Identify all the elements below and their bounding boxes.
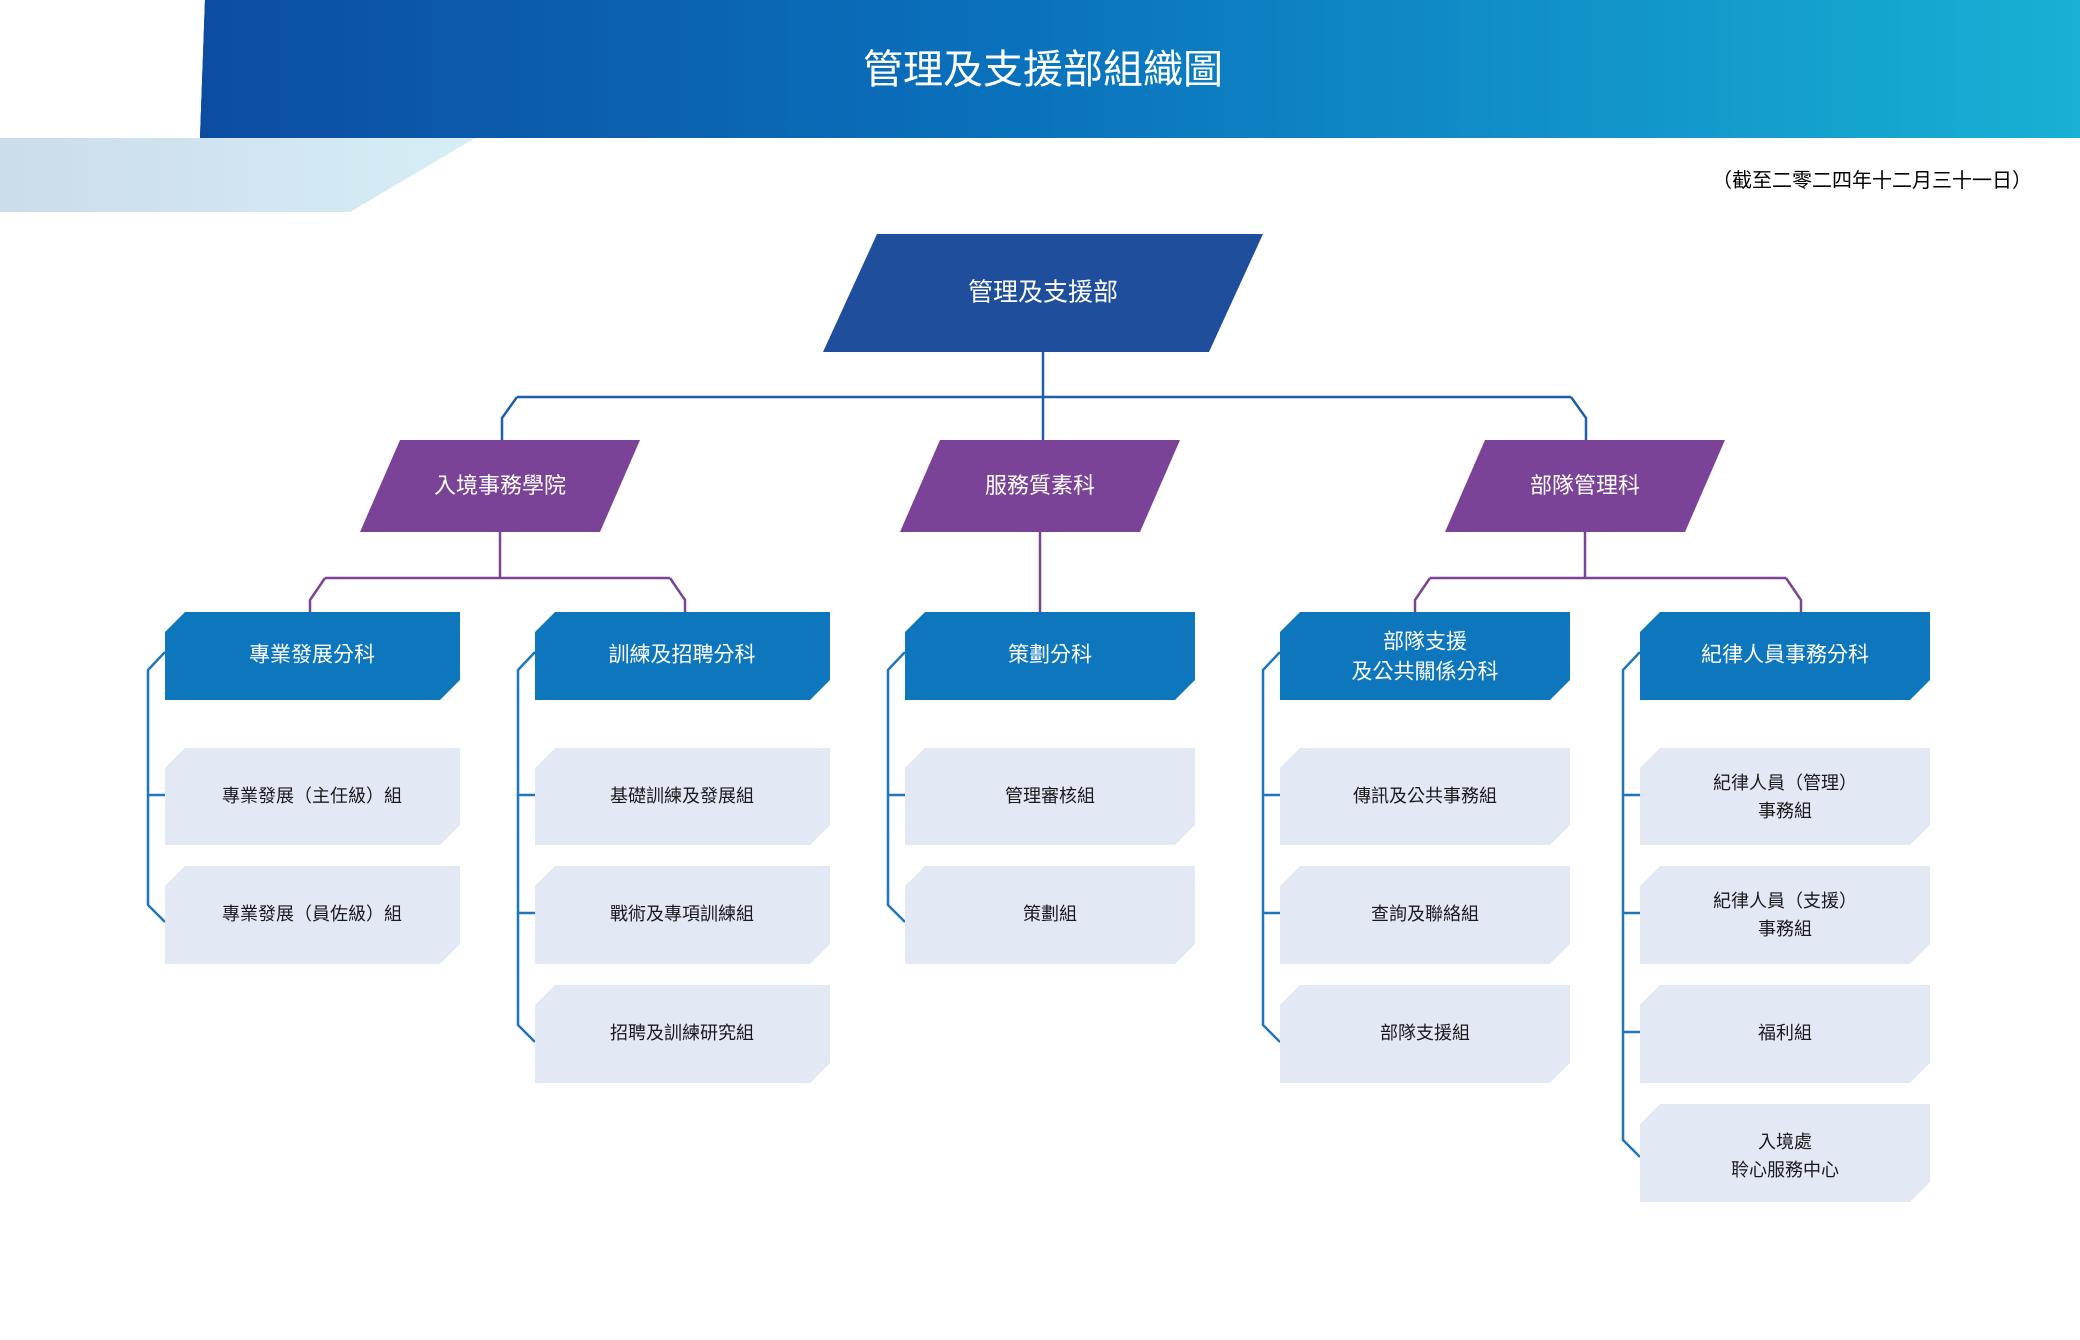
unit-shape: [1280, 748, 1570, 845]
unit-label-line1: 入境處: [1758, 1132, 1812, 1152]
unit-shape: [165, 748, 460, 845]
unit-label: 專業發展（員佐級）組: [222, 904, 402, 924]
division-node-academy[interactable]: 入境事務學院: [360, 440, 640, 532]
unit-label-line2: 聆心服務中心: [1731, 1160, 1839, 1180]
section-node-support-public-relations[interactable]: 部隊支援 及公共關係分科: [1280, 612, 1570, 700]
unit-node-recruitment-research[interactable]: 招聘及訓練研究組: [535, 985, 830, 1083]
section-label: 訓練及招聘分科: [609, 644, 756, 667]
section-label-line2: 及公共關係分科: [1352, 661, 1499, 684]
unit-node-departmental-support[interactable]: 部隊支援組: [1280, 985, 1570, 1083]
unit-node-pd-rank-and-file[interactable]: 專業發展（員佐級）組: [165, 866, 460, 964]
unit-shape: [1640, 748, 1930, 845]
unit-node-dsp-support[interactable]: 紀律人員（支援） 事務組: [1640, 866, 1930, 964]
connector-academy-to-training: [668, 577, 687, 612]
section-label: 策劃分科: [1008, 644, 1092, 667]
page-title: 管理及支援部組織圖: [863, 48, 1223, 92]
section-shape: [1280, 612, 1570, 700]
unit-node-tactical-training[interactable]: 戰術及專項訓練組: [535, 866, 830, 964]
connector-group-root: [500, 352, 1588, 440]
division-label: 服務質素科: [985, 473, 1095, 498]
unit-label: 策劃組: [1023, 904, 1077, 924]
connector-dsp-bus: [1621, 651, 1641, 1158]
section-node-planning[interactable]: 策劃分科: [905, 612, 1195, 700]
section-shape: [535, 612, 830, 700]
unit-shape: [905, 866, 1195, 964]
connector-pl-bus: [886, 651, 906, 923]
unit-label: 基礎訓練及發展組: [610, 786, 754, 806]
unit-node-dsp-management[interactable]: 紀律人員（管理） 事務組: [1640, 748, 1930, 845]
root-node-management-support[interactable]: 管理及支援部: [823, 234, 1263, 352]
unit-node-foundation-training[interactable]: 基礎訓練及發展組: [535, 748, 830, 845]
division-shape: [900, 440, 1180, 532]
unit-node-pd-officer[interactable]: 專業發展（主任級）組: [165, 748, 460, 845]
unit-label: 招聘及訓練研究組: [610, 1023, 754, 1043]
division-shape: [360, 440, 640, 532]
section-shape: [1640, 612, 1930, 700]
unit-node-welfare[interactable]: 福利組: [1640, 985, 1930, 1083]
connector-group-divisions: [308, 532, 1803, 612]
header-banner: 管理及支援部組織圖: [0, 0, 2080, 212]
division-node-service-quality[interactable]: 服務質素科: [900, 440, 1180, 532]
unit-shape: [1640, 985, 1930, 1083]
connector-pd-bus: [146, 651, 166, 923]
section-node-professional-development[interactable]: 專業發展分科: [165, 612, 460, 700]
unit-label: 專業發展（主任級）組: [222, 786, 402, 806]
section-shape: [165, 612, 460, 700]
unit-node-listening-centre[interactable]: 入境處 聆心服務中心: [1640, 1104, 1930, 1202]
section-label: 專業發展分科: [249, 644, 375, 667]
root-shape: [823, 234, 1263, 352]
root-label: 管理及支援部: [968, 279, 1118, 307]
connector-root-to-dept-mgmt: [1569, 396, 1588, 440]
banner-shape-full: [200, 0, 2080, 138]
connector-root-to-academy: [500, 396, 519, 440]
unit-shape: [535, 866, 830, 964]
unit-label: 查詢及聯絡組: [1371, 904, 1479, 924]
unit-label-line2: 事務組: [1758, 919, 1812, 939]
division-node-dept-management[interactable]: 部隊管理科: [1445, 440, 1725, 532]
unit-shape: [1640, 866, 1930, 964]
connector-spr-bus: [1261, 651, 1281, 1043]
unit-label: 戰術及專項訓練組: [610, 904, 754, 924]
unit-label: 管理審核組: [1005, 786, 1095, 806]
unit-shape: [905, 748, 1195, 845]
unit-label-line1: 紀律人員（支援）: [1713, 891, 1857, 911]
unit-shape: [1280, 985, 1570, 1083]
connector-dm-to-support-pr: [1413, 577, 1432, 612]
division-label: 入境事務學院: [434, 473, 566, 498]
unit-label-line2: 事務組: [1758, 801, 1812, 821]
connector-tr-bus: [516, 651, 536, 1043]
unit-shape: [165, 866, 460, 964]
section-shape: [905, 612, 1195, 700]
section-node-disciplined-services-personnel[interactable]: 紀律人員事務分科: [1640, 612, 1930, 700]
unit-node-communication-public-affairs[interactable]: 傳訊及公共事務組: [1280, 748, 1570, 845]
section-node-training-recruitment[interactable]: 訓練及招聘分科: [535, 612, 830, 700]
division-label: 部隊管理科: [1530, 473, 1640, 498]
unit-shape: [1280, 866, 1570, 964]
unit-node-enquiry-liaison[interactable]: 查詢及聯絡組: [1280, 866, 1570, 964]
connector-dm-to-dsp: [1784, 577, 1803, 612]
banner-accent-shape-lower: [0, 138, 475, 212]
division-shape: [1445, 440, 1725, 532]
unit-shape: [535, 985, 830, 1083]
unit-node-management-audit[interactable]: 管理審核組: [905, 748, 1195, 845]
connector-group-sections: [146, 651, 1660, 1159]
section-label: 紀律人員事務分科: [1701, 644, 1869, 667]
unit-shape: [1640, 1104, 1930, 1202]
unit-node-planning[interactable]: 策劃組: [905, 866, 1195, 964]
unit-label: 福利組: [1758, 1023, 1812, 1043]
unit-label: 部隊支援組: [1380, 1023, 1470, 1043]
unit-shape: [535, 748, 830, 845]
unit-label: 傳訊及公共事務組: [1353, 786, 1497, 806]
unit-label-line1: 紀律人員（管理）: [1713, 773, 1857, 793]
connector-academy-to-prof-dev: [308, 577, 327, 612]
as-of-date-note: （截至二零二四年十二月三十一日）: [1712, 169, 2032, 192]
section-label-line1: 部隊支援: [1383, 631, 1467, 654]
